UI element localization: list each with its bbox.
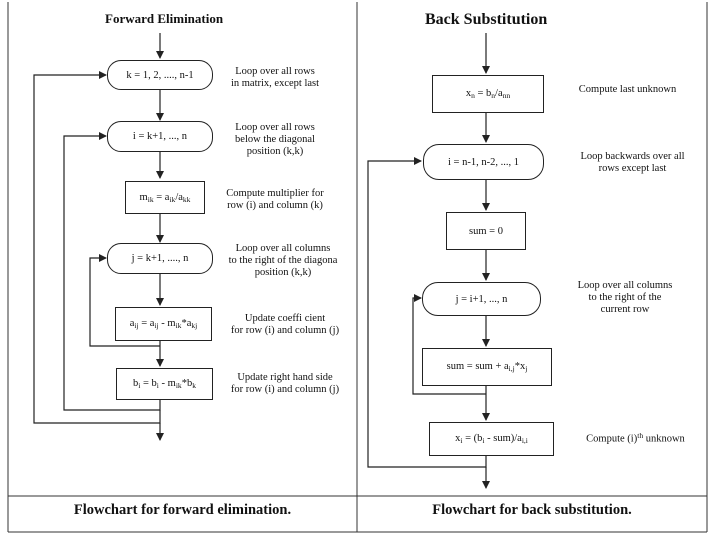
loop-i-node: i = k+1, ..., n bbox=[107, 121, 213, 152]
back-title: Back Substitution bbox=[425, 11, 548, 28]
back-loop-i-node: i = n-1, n-2, ..., 1 bbox=[423, 144, 544, 180]
sum-zero-label: sum = 0 bbox=[469, 225, 503, 237]
back-loop-j-label: j = i+1, ..., n bbox=[455, 293, 508, 305]
sum-zero-node: sum = 0 bbox=[446, 212, 526, 250]
compute-xi-label: xi = (bi - sum)/ai,i bbox=[455, 433, 528, 445]
back-note-1: Compute last unknown bbox=[578, 84, 677, 95]
update-coefficient-node: aij = aij - mik*akj bbox=[115, 307, 212, 341]
update-coefficient-label: aij = aij - mik*akj bbox=[129, 318, 198, 330]
compute-xi-node: xi = (bi - sum)/ai,i bbox=[429, 422, 554, 456]
sum-update-label: sum = sum + ai,j*xj bbox=[446, 361, 528, 373]
loop-k-label: k = 1, 2, ...., n-1 bbox=[126, 69, 194, 81]
multiplier-label: mik = aik/akk bbox=[139, 191, 191, 204]
forward-caption: Flowchart for forward elimination. bbox=[73, 502, 292, 518]
multiplier-node: mik = aik/akk bbox=[125, 181, 205, 214]
loop-j-label: j = k+1, ...., n bbox=[131, 253, 189, 264]
update-rhs-node: bi = bi - mik*bk bbox=[116, 368, 213, 400]
back-loop-i-label: i = n-1, n-2, ..., 1 bbox=[448, 156, 519, 168]
back-note-4: Compute (i)th unknown bbox=[586, 431, 685, 445]
sum-update-node: sum = sum + ai,j*xj bbox=[422, 348, 552, 386]
last-unknown-node: xn = bn/ann bbox=[432, 75, 544, 113]
update-rhs-label: bi = bi - mik*bk bbox=[133, 378, 196, 390]
last-unknown-label: xn = bn/ann bbox=[465, 88, 511, 100]
loop-i-label: i = k+1, ..., n bbox=[132, 131, 188, 142]
loop-k-node: k = 1, 2, ...., n-1 bbox=[107, 60, 213, 90]
forward-title: Forward Elimination bbox=[105, 11, 224, 26]
back-caption: Flowchart for back substitution. bbox=[432, 502, 632, 518]
loop-j-node: j = k+1, ...., n bbox=[107, 243, 213, 274]
back-loop-j-node: j = i+1, ..., n bbox=[422, 282, 541, 316]
